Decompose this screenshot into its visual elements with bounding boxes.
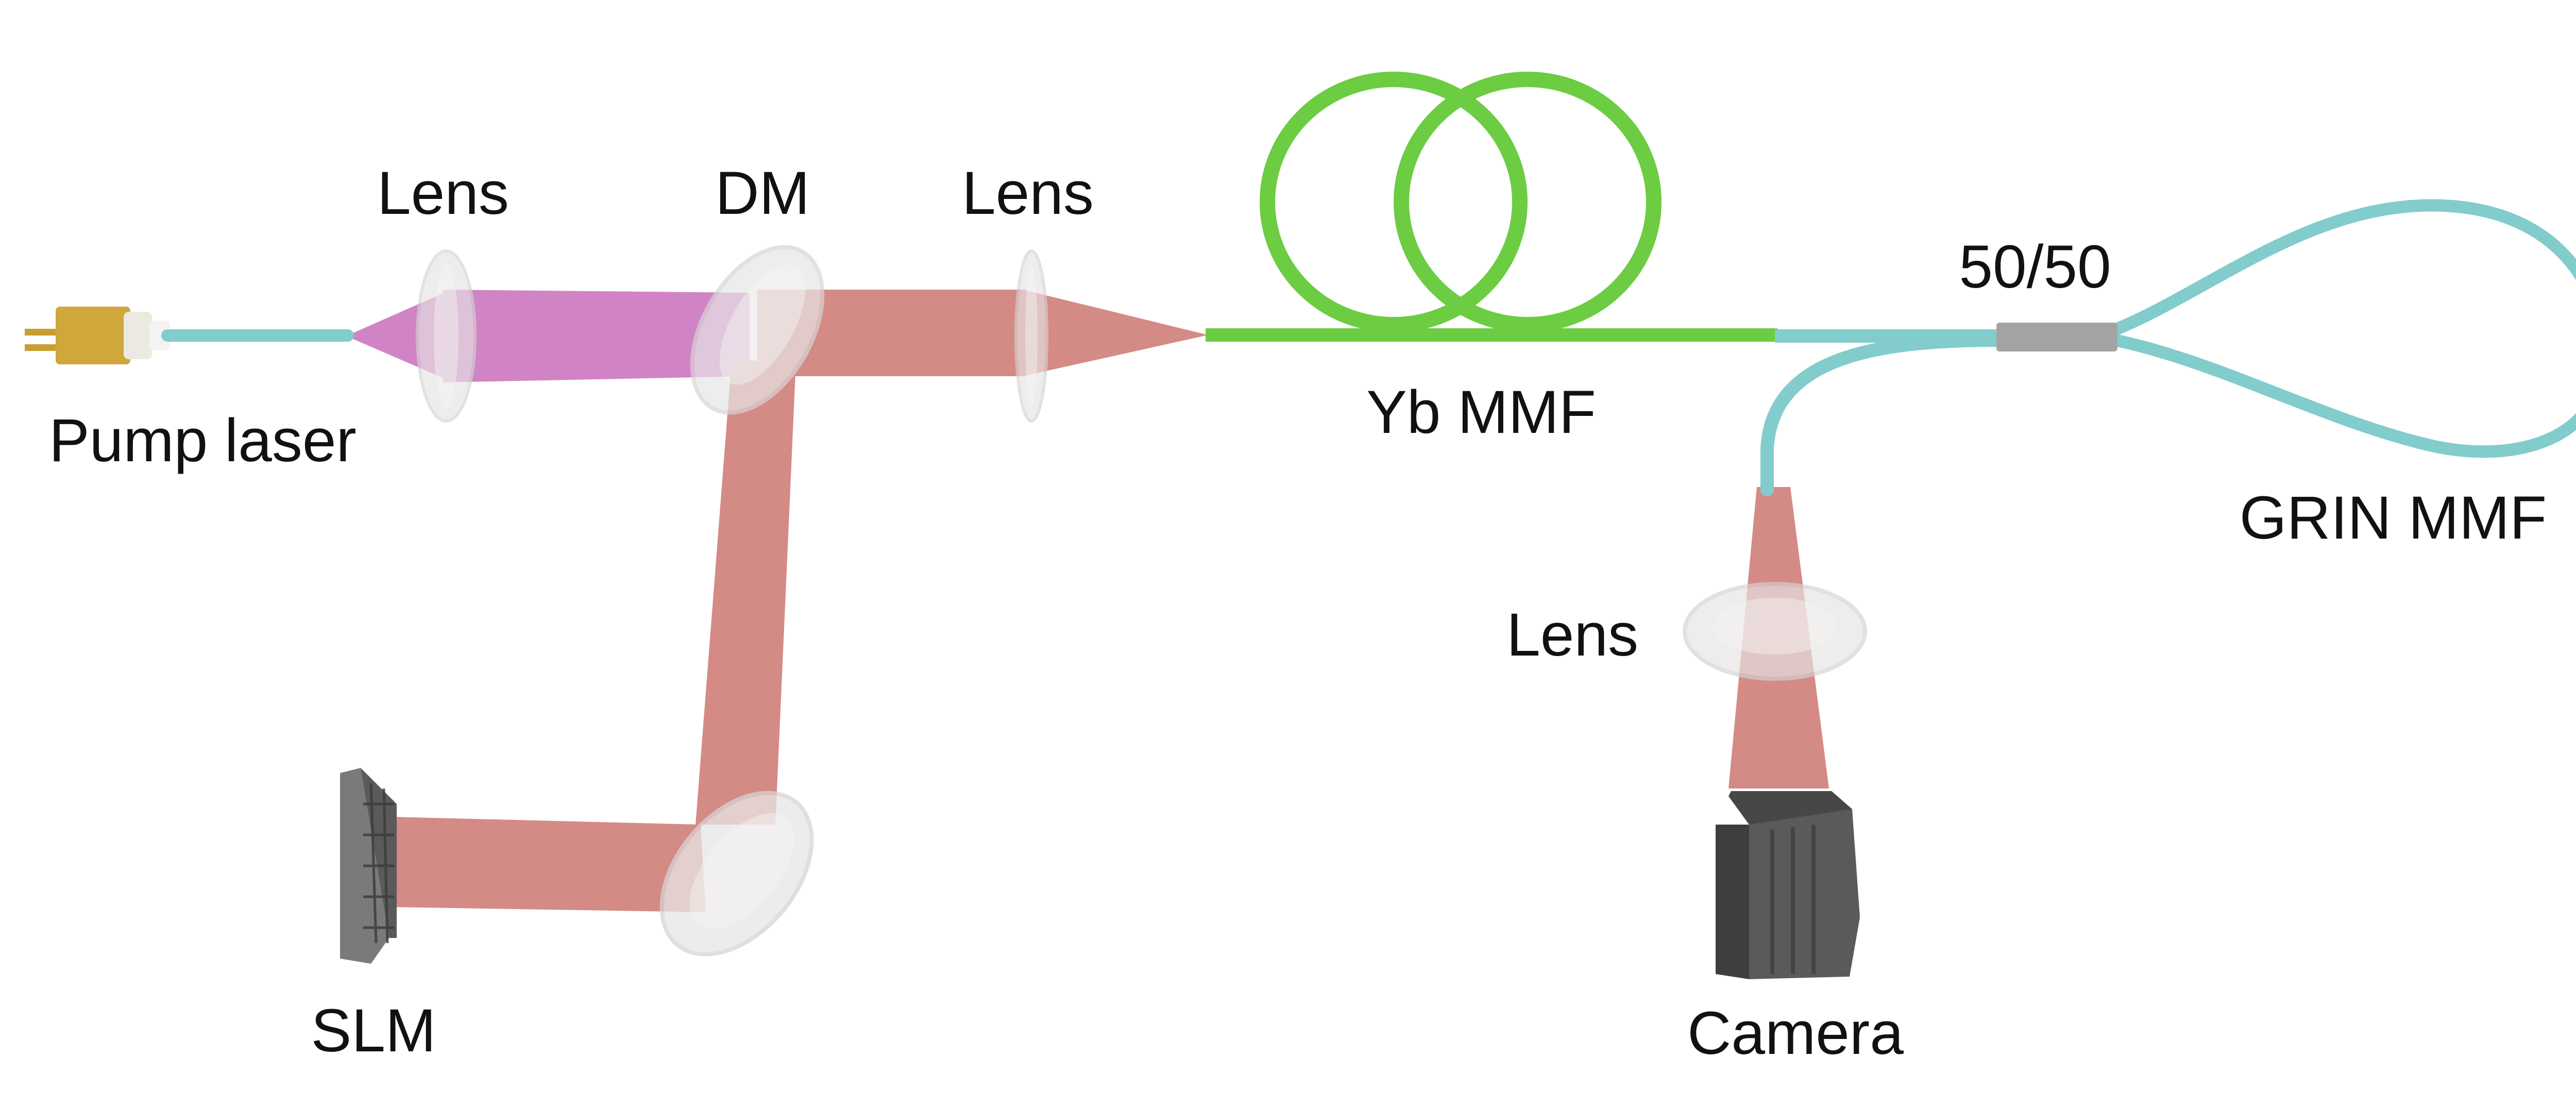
dichroic-mirror [690,245,825,415]
label-dm: DM [715,159,810,227]
label-pump-laser: Pump laser [49,407,357,475]
label-lens-2: Lens [962,159,1094,227]
slm-device [340,768,397,964]
label-lens-3: Lens [1506,601,1638,669]
pump-laser-connector [25,307,170,364]
signal-beam-focus-cone [1023,290,1208,376]
label-yb-mmf: Yb MMF [1366,378,1596,446]
yb-mmf-coil [1260,72,1662,332]
label-coupler: 50/50 [1959,233,2111,301]
grin-mmf-loop [2109,199,2576,458]
signal-beam-vertical [696,361,796,825]
label-slm: SLM [311,997,436,1065]
pump-beam-collimated [443,290,750,382]
lens-2 [1014,249,1048,423]
signal-beam-to-slm [392,817,706,912]
label-lens-1: Lens [377,159,509,227]
lower-mirror [659,791,814,957]
lens-1 [416,249,477,423]
output-fiber-to-camera [1760,333,2006,496]
camera-device [1716,791,1860,979]
label-camera: Camera [1687,999,1904,1067]
label-grin-mmf: GRIN MMF [2240,484,2547,552]
coupler-50-50 [1996,323,2117,351]
lens-3 [1683,582,1867,681]
